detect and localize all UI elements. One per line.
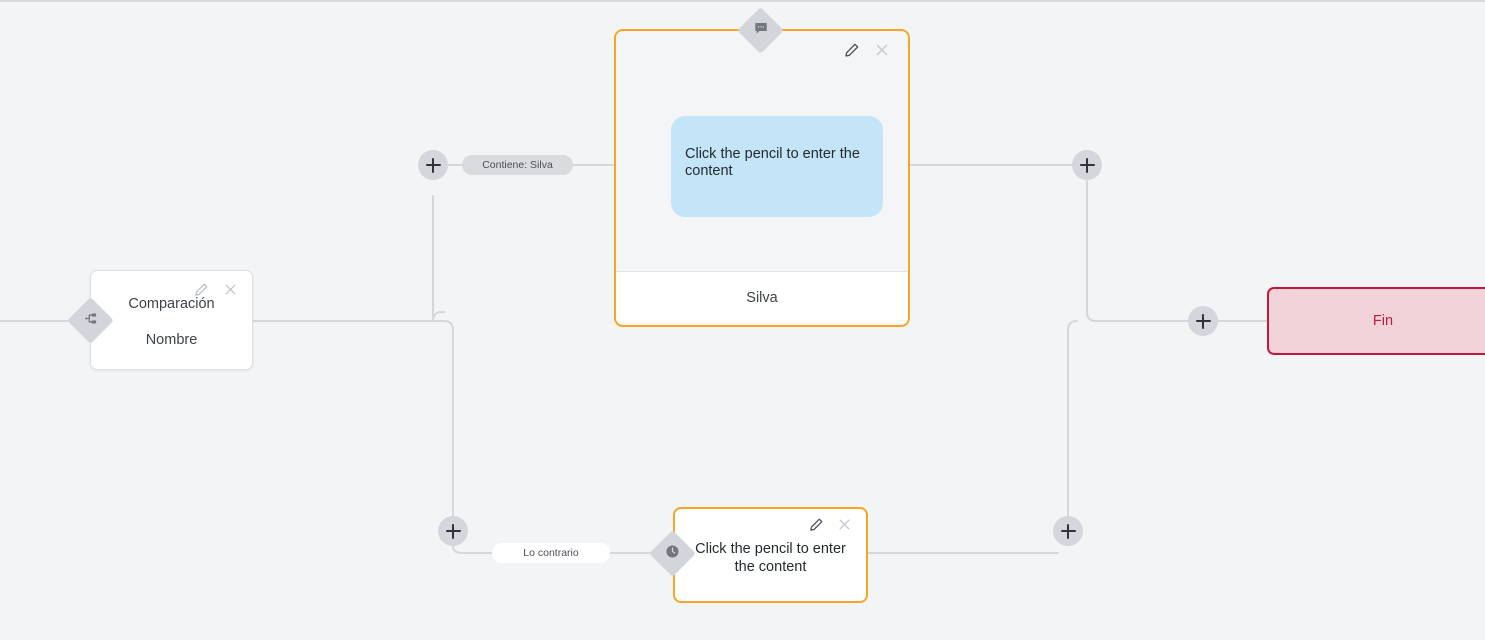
node-message-top-toolbar xyxy=(844,42,890,58)
node-comparacion-text: Comparación Nombre xyxy=(91,297,252,347)
clock-icon xyxy=(664,543,681,565)
add-button-before-message-bottom[interactable] xyxy=(438,516,468,546)
chat-bubble-icon xyxy=(753,20,769,41)
add-button-after-message-top[interactable] xyxy=(1072,150,1102,180)
edge-label-branch-false[interactable]: Lo contrario xyxy=(492,543,610,563)
node-comparacion-type-badge xyxy=(67,297,114,344)
branch-icon xyxy=(83,311,98,331)
node-message-top-type-badge xyxy=(737,7,784,54)
node-message-bottom-text[interactable]: Click the pencil to enter the content xyxy=(695,541,846,576)
node-message-top-body: Click the pencil to enter the content xyxy=(616,31,908,272)
node-message-top-footer: Silva xyxy=(616,272,908,323)
pencil-icon[interactable] xyxy=(844,42,860,58)
plus-icon-vertical xyxy=(1201,313,1205,329)
node-message-top-bubble[interactable]: Click the pencil to enter the content xyxy=(671,116,883,217)
add-button-before-message-top[interactable] xyxy=(418,150,448,180)
pencil-icon[interactable] xyxy=(809,517,824,532)
close-icon[interactable] xyxy=(837,517,852,532)
pencil-icon[interactable] xyxy=(194,282,209,297)
node-message-top[interactable]: Click the pencil to enter the content Si… xyxy=(614,29,910,327)
node-message-bottom-toolbar xyxy=(809,517,852,532)
plus-icon-vertical xyxy=(431,157,435,173)
add-button-after-message-bottom[interactable] xyxy=(1053,516,1083,546)
node-comparacion-subtitle: Nombre xyxy=(145,331,198,348)
close-icon[interactable] xyxy=(223,282,238,297)
node-comparacion-toolbar xyxy=(194,282,238,297)
edge-label-branch-true[interactable]: Contiene: Silva xyxy=(462,155,573,175)
node-message-bottom[interactable]: Click the pencil to enter the content xyxy=(673,507,868,603)
node-comparacion[interactable]: Comparación Nombre xyxy=(90,270,253,370)
node-message-bottom-type-badge xyxy=(649,530,696,577)
node-fin-label: Fin xyxy=(1372,313,1394,329)
node-comparacion-title: Comparación xyxy=(128,296,215,312)
plus-icon-vertical xyxy=(451,523,455,539)
plus-icon-vertical xyxy=(1066,523,1070,539)
close-icon[interactable] xyxy=(874,42,890,58)
node-fin[interactable]: Fin xyxy=(1267,287,1485,355)
add-button-before-fin[interactable] xyxy=(1188,306,1218,336)
plus-icon-vertical xyxy=(1085,157,1089,173)
